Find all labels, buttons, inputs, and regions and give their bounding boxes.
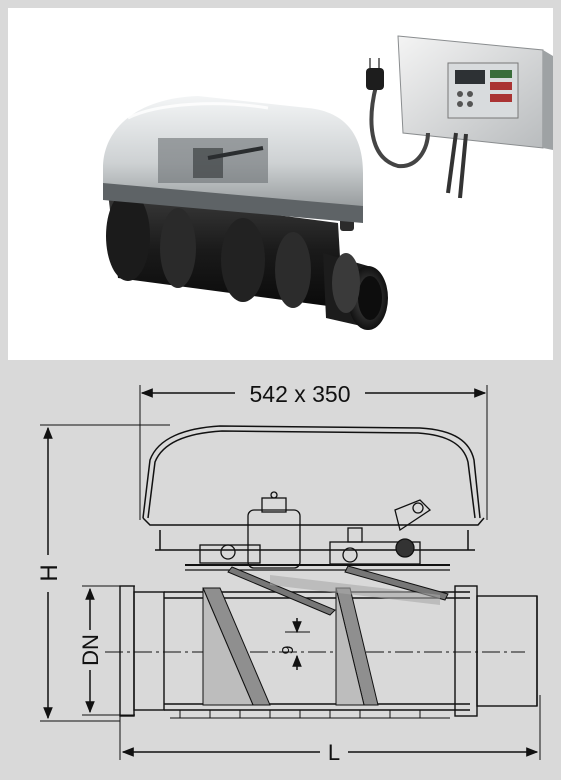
length-label: L [328,740,340,765]
diameter-dimension: DN [78,585,135,716]
power-cables [366,58,468,199]
dome-outline [142,425,485,551]
height-label: H [36,564,63,581]
dn-label: DN [78,634,103,666]
valve-mechanism [185,491,450,571]
width-depth-label: 542 x 350 [249,381,350,407]
width-dimension: 542 x 350 [139,381,488,520]
valve-body [106,191,388,330]
height-dimension: H [36,424,170,722]
technical-drawing: 542 x 350 H DN [0,360,561,775]
product-illustration [103,35,553,330]
transparent-dome [103,96,363,223]
offset-dimension: 9 [280,618,310,670]
flap-valves [202,565,449,706]
product-photo [8,8,553,360]
section-drawing: 542 x 350 H DN [36,381,541,765]
base-ribs [170,710,450,719]
control-box [397,35,553,150]
offset-label: 9 [280,645,297,654]
